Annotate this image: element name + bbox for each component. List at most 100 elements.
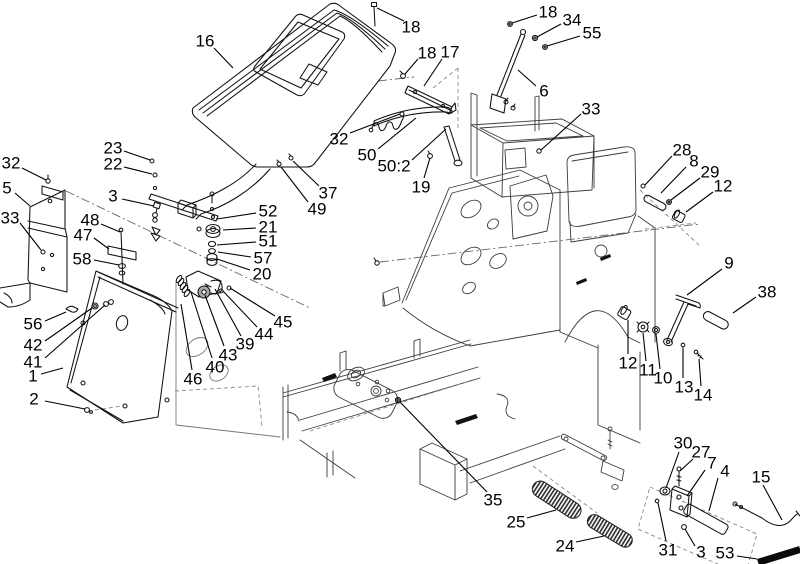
callout-label-29: 29 (701, 163, 720, 182)
callout-label-39: 39 (236, 335, 255, 354)
rod-part-9 (663, 294, 729, 347)
callout-leader-31 (657, 502, 667, 542)
callout-leader-17 (423, 58, 443, 87)
callout-leader-1 (40, 367, 64, 375)
callout-leader-12 (685, 191, 714, 213)
callout-leader-18 (404, 58, 419, 75)
callout-label-2: 2 (29, 390, 38, 409)
firewall-plate (382, 169, 561, 347)
callout-label-12: 12 (714, 177, 733, 196)
panel-part-1 (66, 270, 173, 424)
callout-leader-52 (216, 212, 257, 220)
callout-label-28: 28 (673, 141, 692, 160)
callout-leader-58 (93, 259, 120, 266)
callout-leader-21 (222, 227, 257, 231)
callout-leader-42 (44, 307, 93, 342)
callout-label-20: 20 (253, 265, 272, 284)
callout-leader-2 (44, 400, 86, 410)
callout-label-10: 10 (654, 369, 673, 388)
latch-bracket-cluster (654, 466, 800, 535)
callout-leader-48 (100, 223, 121, 233)
callout-label-6: 6 (539, 82, 548, 101)
callout-leader-41 (44, 304, 106, 359)
callout-leader-3 (684, 528, 696, 547)
callout-leader-29 (670, 177, 701, 201)
rod-part-6 (489, 28, 527, 114)
callout-label-14: 14 (694, 386, 713, 405)
callout-leader-50:2 (411, 128, 447, 161)
callout-label-12: 12 (619, 354, 638, 373)
callout-label-13: 13 (675, 378, 694, 397)
callout-leader-37 (292, 160, 320, 187)
callout-label-30: 30 (674, 434, 693, 453)
callout-label-23: 23 (104, 139, 123, 158)
callout-label-1: 1 (28, 367, 37, 386)
callout-label-21: 21 (259, 218, 278, 237)
latch-rail-part-3 (148, 158, 221, 266)
callout-label-48: 48 (81, 211, 100, 230)
callout-label-45: 45 (274, 313, 293, 332)
callout-label-25: 25 (507, 513, 526, 532)
callout-label-32: 32 (2, 154, 21, 173)
callout-leader-38 (732, 296, 757, 314)
callout-label-47: 47 (74, 226, 93, 245)
callout-leader-53 (736, 555, 758, 560)
callout-leader-27 (679, 458, 694, 472)
callout-leader-24 (575, 535, 605, 543)
callout-label-7: 7 (707, 454, 716, 473)
callout-label-50:2: 50:2 (377, 157, 410, 176)
callout-label-11: 11 (639, 361, 657, 380)
callout-leader-45 (229, 287, 276, 317)
callout-leader-15 (762, 484, 783, 521)
callout-leader-47 (93, 237, 110, 250)
callout-label-42: 42 (24, 336, 43, 355)
callout-leader-30 (665, 451, 680, 489)
vent-slots (322, 254, 611, 425)
callout-label-32: 32 (330, 130, 349, 149)
callout-leader-23 (123, 150, 151, 161)
callout-leader-32 (21, 167, 47, 181)
callout-leader-35 (399, 401, 488, 493)
callout-leader-34 (536, 23, 562, 38)
callout-label-5: 5 (2, 179, 11, 198)
callout-leader-25 (526, 509, 557, 519)
callout-label-55: 55 (583, 24, 602, 43)
callout-label-50: 50 (358, 146, 377, 165)
callout-leader-28 (644, 155, 673, 186)
latch-lever-cluster (175, 270, 232, 299)
callout-label-16: 16 (196, 32, 215, 51)
nut-part-35 (394, 396, 402, 404)
callout-leader-40 (190, 291, 213, 359)
callout-label-33: 33 (582, 100, 601, 119)
tank-box (566, 146, 637, 243)
hidden-outlines (94, 67, 758, 564)
callout-leader-18 (511, 14, 538, 24)
hood-support-arms (181, 163, 271, 220)
callout-leader-57 (217, 251, 252, 258)
callout-leader-9 (686, 268, 723, 296)
callout-leader-50 (377, 117, 417, 150)
callout-leader-22 (123, 166, 153, 175)
panel-part-5 (0, 174, 68, 308)
top-fasteners (370, 1, 548, 266)
left-plate (175, 281, 281, 438)
center-lines (65, 76, 701, 309)
callout-label-24: 24 (556, 537, 575, 556)
callout-label-27: 27 (692, 443, 711, 462)
callout-label-57: 57 (254, 249, 273, 268)
callout-label-58: 58 (73, 250, 92, 269)
callout-label-49: 49 (308, 200, 327, 219)
spring-part-25 (531, 480, 582, 519)
floor-plate (282, 338, 481, 432)
callout-leader-33 (19, 222, 42, 251)
callout-label-9: 9 (724, 254, 733, 273)
callout-leader-55 (546, 35, 581, 47)
callout-label-43: 43 (219, 346, 238, 365)
callout-label-34: 34 (563, 11, 582, 30)
callout-leader-56 (44, 311, 67, 322)
callout-label-51: 51 (259, 232, 278, 251)
hood-part-16 (191, 2, 397, 168)
callout-label-22: 22 (104, 155, 123, 174)
